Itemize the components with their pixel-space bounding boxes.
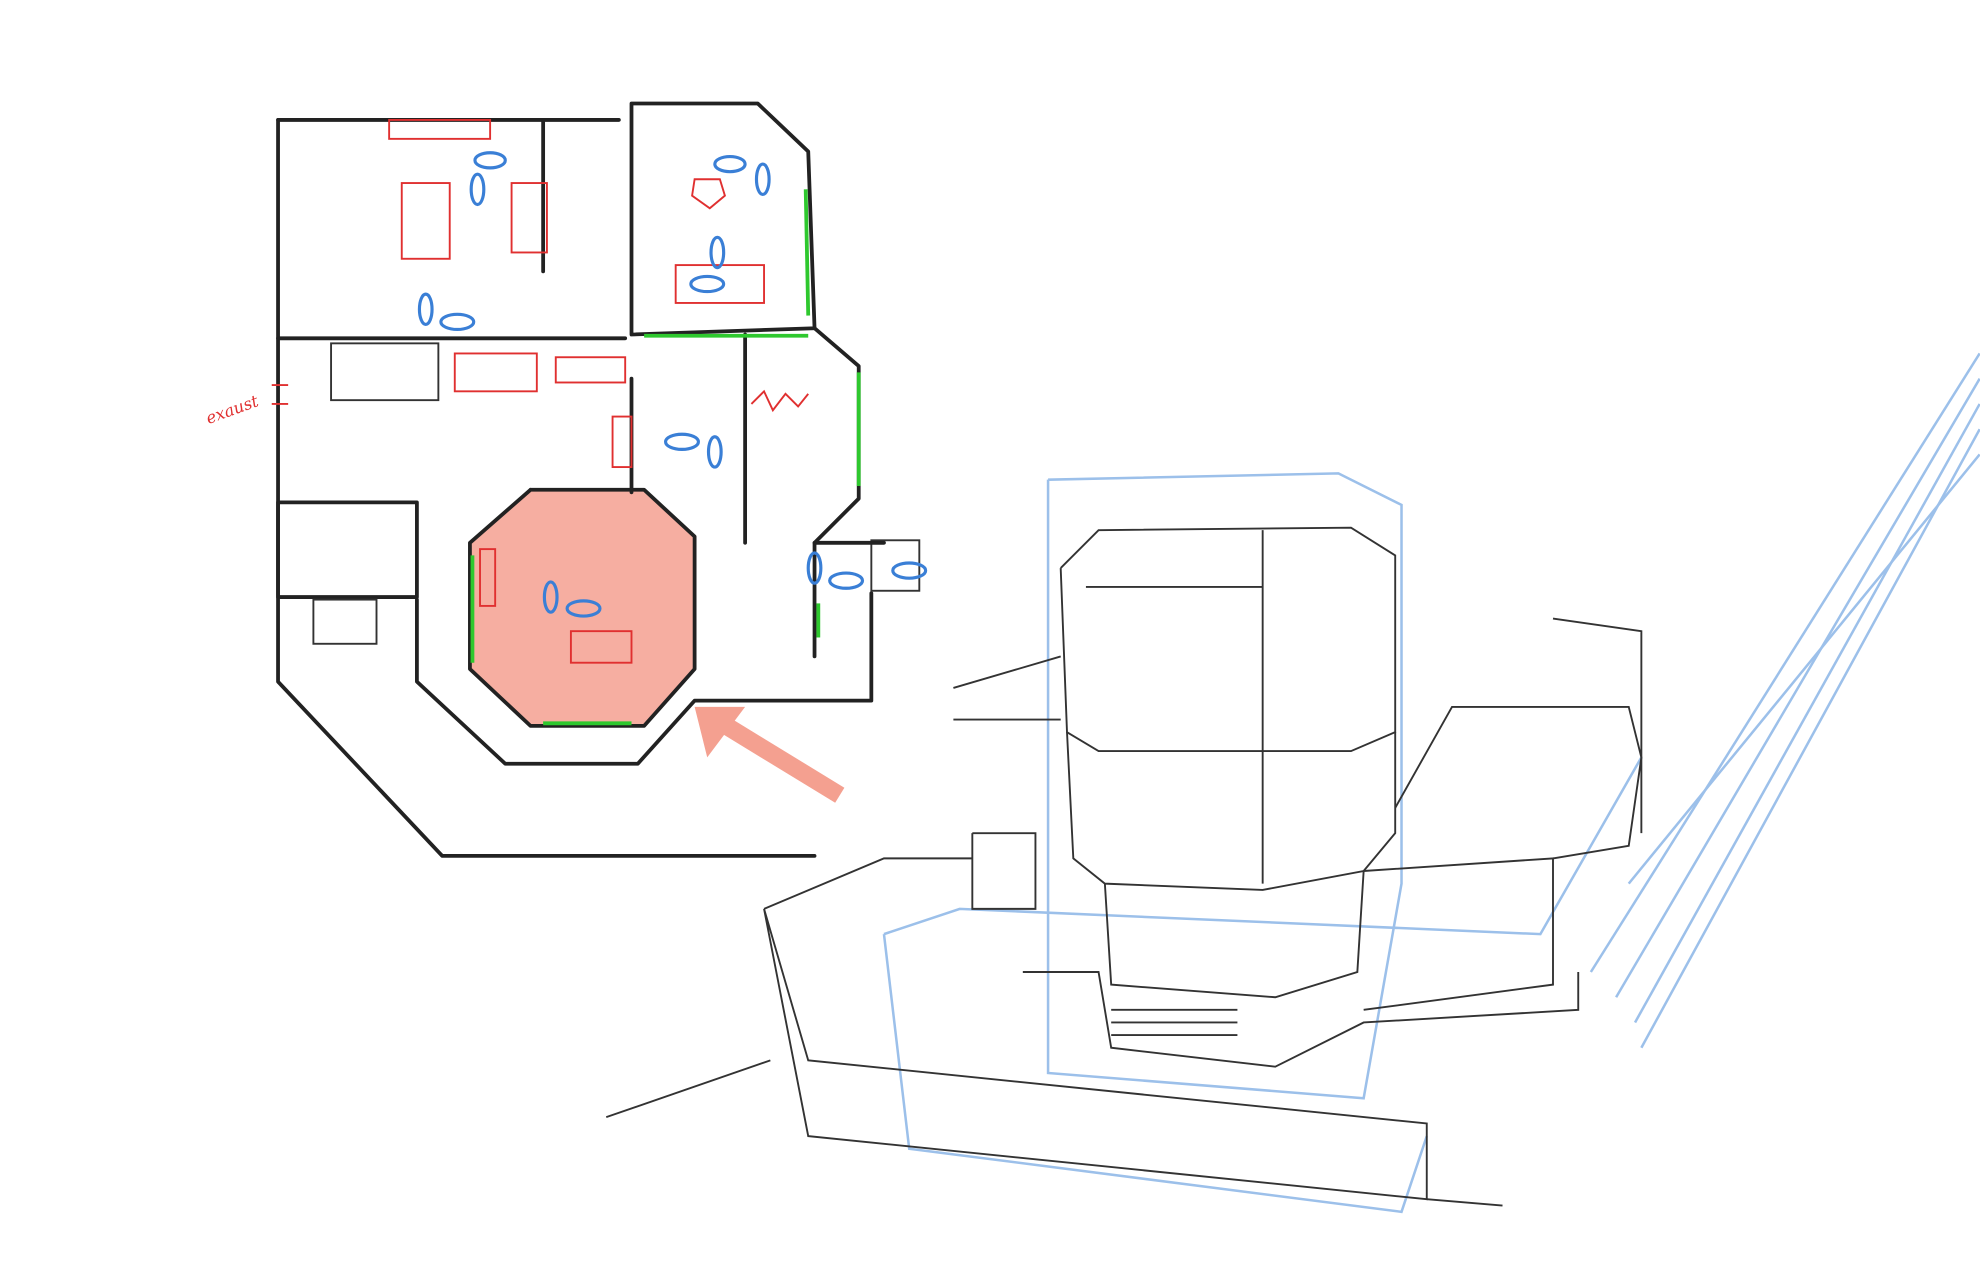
floor-plan: exaust [203,101,928,858]
window-markers [470,189,861,726]
highlighted-octagon-room [469,489,695,726]
perspective-sketch [605,352,1980,1214]
exhaust-note: exaust [203,391,261,428]
people-markers [417,151,928,618]
pointer-arrow [694,706,845,803]
